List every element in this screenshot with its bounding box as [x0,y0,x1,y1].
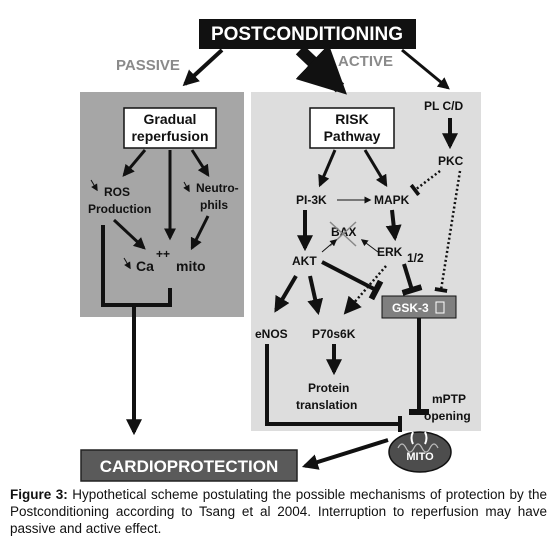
arrow-akt-to-p70s6k [307,275,324,316]
down-arrow-calcium [123,257,131,270]
postconditioning-box [199,19,416,49]
caption-label: Figure 3: [10,487,68,502]
passive-label: PASSIVE [116,57,180,74]
arrow-mito-to-cardioprotection [301,438,389,470]
inhibit-pkc-to-gsk [434,170,462,293]
inhibit-akt-to-gsk [321,260,384,301]
arrow-risk-to-pi3k [318,149,337,188]
arrow-gradual-to-neutrophils [190,149,210,178]
translation-label: translation [296,398,357,412]
reperfusion-label: reperfusion [131,128,208,144]
caption-text: Hypothetical scheme postulating the poss… [10,487,547,536]
protein-label: Protein [308,381,349,395]
arrow-akt-to-bax [321,239,338,253]
erk-label: ERK [377,245,403,259]
calcium-label: Ca [136,258,154,274]
postconditioning-title: POSTCONDITIONING [211,24,403,45]
ros-label: ROS [104,185,130,199]
risk-pathway-box [309,107,395,149]
mito-body [388,431,452,473]
passive-bracket [101,225,172,307]
arrow-akt-to-enos [274,274,298,313]
pi3k-label: PI-3K [296,193,327,207]
arrow-ros-to-calcium [112,218,146,250]
mptp-pore-right [424,431,428,445]
arrow-gradual-to-ros [122,149,147,177]
enos-inhibit-path [265,344,400,426]
production-label: Production [88,202,151,216]
mito-cristae [397,443,439,453]
opening-label: opening [424,409,471,423]
arrow-mapk-to-erk [385,209,402,242]
gsk-glyph-box [435,301,445,314]
mptp-label: mPTP [432,392,466,406]
plcd-label: PL C/D [424,99,463,113]
mito-suffix-label: mito [176,258,206,274]
arrow-risk-to-mapk [363,149,388,188]
mptp-pore-left [410,431,414,445]
gradual-label: Gradual [144,111,197,127]
neutro-label: Neutro- [196,181,239,195]
gsk-label: GSK-3 [392,301,429,315]
pathway-label: Pathway [324,128,381,144]
akt-label: AKT [292,254,317,268]
phils-label: phils [200,198,228,212]
cardioprotection-box [80,449,298,482]
arrow-erk-to-bax [360,239,379,253]
mapk-label: MAPK [374,193,410,207]
down-arrow-ros [90,179,98,192]
inhibit-erk-to-gsk [401,263,423,296]
inhibit-pkc-to-mapk [409,170,441,197]
enos-label: eNOS [255,327,288,341]
gradual-reperfusion-box [123,107,217,149]
p70s6k-label: P70s6K [312,327,356,341]
cardioprotection-label: CARDIOPROTECTION [100,457,279,476]
arrow-title-to-passive [182,48,224,87]
mechanism-diagram: POSTCONDITIONING PASSIVE ACTIVE Gradual … [80,19,481,482]
arrow-title-to-risk [295,44,347,95]
arrow-title-to-plcd [401,48,450,90]
down-arrow-neutrophils [183,181,190,193]
active-label: ACTIVE [338,53,393,70]
arrow-neutrophils-to-calcium [190,215,210,251]
pkc-label: PKC [438,154,464,168]
risk-label: RISK [335,111,368,127]
erk-subscript: 1/2 [407,251,424,265]
figure-caption: Figure 3: Hypothetical scheme postulatin… [10,487,547,538]
mito-label: MITO [406,451,434,463]
calcium-superscript: ++ [156,247,170,261]
arrow-erk-to-p70s6k [343,265,387,315]
